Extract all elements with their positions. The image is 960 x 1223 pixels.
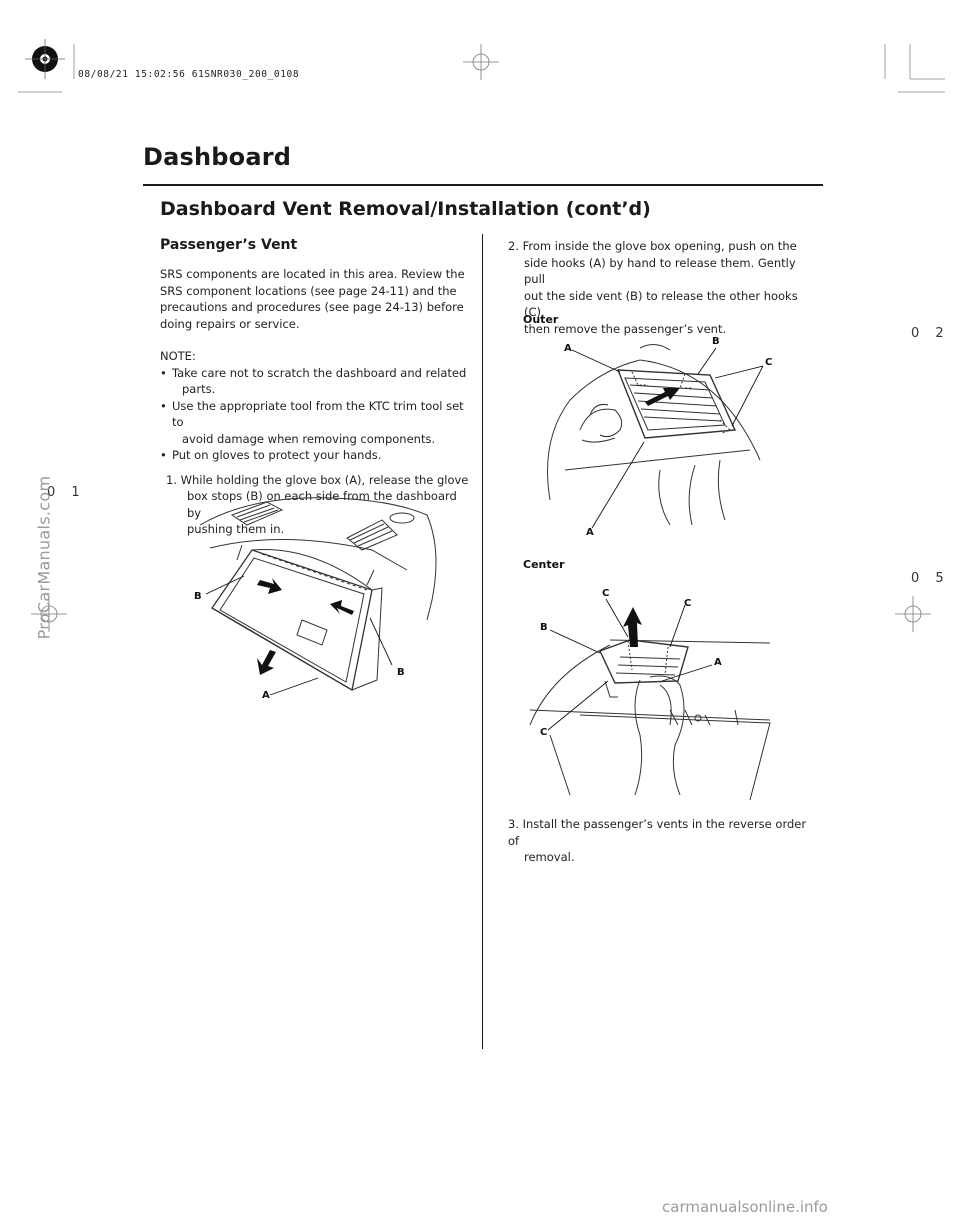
figure-label-b: B: [540, 622, 548, 633]
figure-label-c: C: [602, 588, 610, 599]
glove-box-illustration: [199, 497, 437, 696]
margin-code: 0 5: [911, 571, 950, 586]
figure-label-a: A: [262, 690, 270, 701]
subsection-title: Passenger’s Vent: [160, 237, 298, 253]
figure-label-a: A: [564, 343, 572, 354]
column-divider: [482, 234, 483, 1049]
side-watermark: ProCarManuals.com: [34, 475, 54, 640]
figure-label-a: A: [714, 657, 722, 668]
center-figure-caption: Center: [523, 558, 565, 571]
step-3: 3. Install the passenger’s vents in the …: [508, 817, 807, 864]
section-title: Dashboard Vent Removal/Installation (con…: [160, 198, 651, 220]
figure-label-a: A: [586, 527, 594, 538]
figure-label-b: B: [397, 667, 405, 678]
list-item: Take care not to scratch the dashboard a…: [160, 365, 470, 398]
step-1: 1. While holding the glove box (A), rele…: [166, 472, 469, 537]
figure-label-c: C: [765, 357, 773, 368]
left-column: SRS components are located in this area.…: [160, 266, 470, 538]
margin-code: 0 2: [911, 326, 950, 341]
figure-label-c: C: [540, 727, 548, 738]
title-divider: [143, 184, 823, 186]
figure-label-c: C: [684, 598, 692, 609]
page-title: Dashboard: [143, 143, 292, 171]
figure-label-b: B: [712, 336, 720, 347]
figure-label-b: B: [194, 591, 202, 602]
center-vent-illustration: [529, 598, 771, 800]
intro-paragraph: SRS components are located in this area.…: [160, 267, 465, 331]
step-2: 2. From inside the glove box opening, pu…: [508, 239, 798, 336]
note-label: NOTE:: [160, 349, 196, 363]
bottom-watermark: carmanualsonline.info: [662, 1198, 828, 1216]
outer-figure-caption: Outer: [523, 313, 559, 326]
outer-vent-illustration: [547, 344, 764, 529]
margin-code: 0 1: [47, 485, 86, 500]
note-list: Take care not to scratch the dashboard a…: [160, 365, 470, 464]
list-item: Put on gloves to protect your hands.: [160, 447, 470, 464]
print-timestamp: 08/08/21 15:02:56 61SNR030_200_0108: [78, 69, 300, 80]
list-item: Use the appropriate tool from the KTC tr…: [160, 398, 470, 448]
